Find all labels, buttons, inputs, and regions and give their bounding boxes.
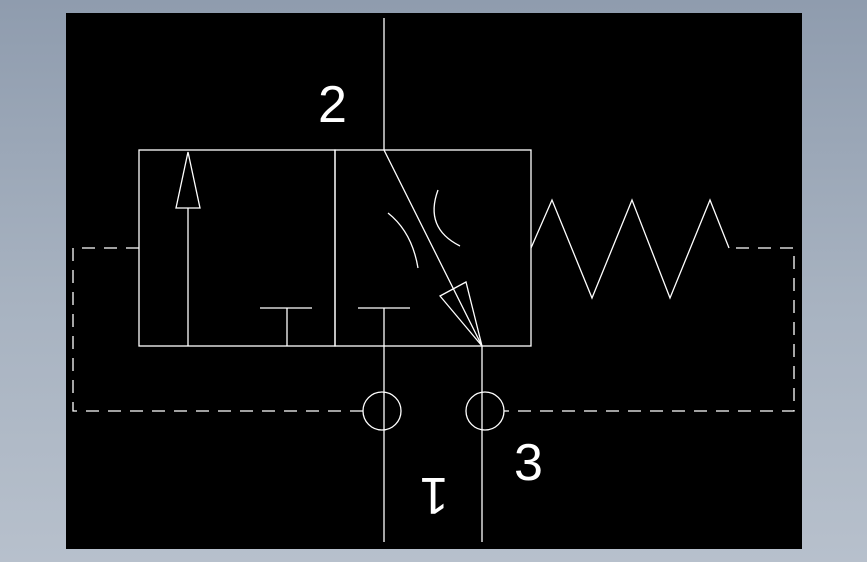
drawing-canvas [66, 13, 802, 549]
valve-left-box [138, 149, 336, 347]
pilot-junction-left [362, 391, 402, 431]
throttle-arc-left [387, 212, 419, 269]
pilot-line-left [72, 247, 363, 412]
pilot-line-right [504, 247, 795, 412]
port-label-1: 1 [420, 466, 449, 524]
flow-arrow-diagonal-head [438, 281, 483, 347]
return-spring [530, 198, 730, 300]
port-label-3: 3 [514, 434, 543, 492]
flow-arrow-up-head [175, 151, 201, 209]
port-label-2: 2 [318, 76, 347, 134]
pilot-junction-right [465, 391, 505, 431]
throttle-arc-right [433, 189, 461, 247]
flow-arrow-diagonal-shaft [383, 149, 483, 347]
